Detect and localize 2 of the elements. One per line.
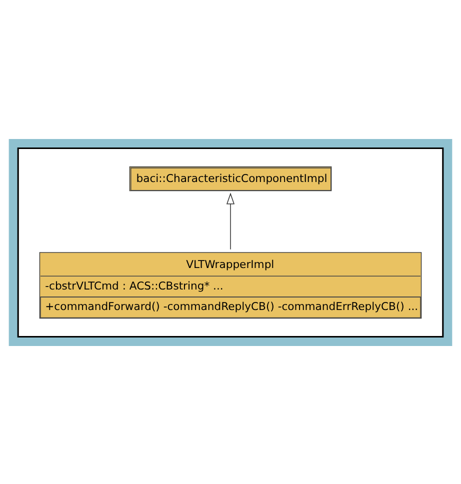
arrow <box>226 192 235 250</box>
cluster <box>17 147 444 337</box>
